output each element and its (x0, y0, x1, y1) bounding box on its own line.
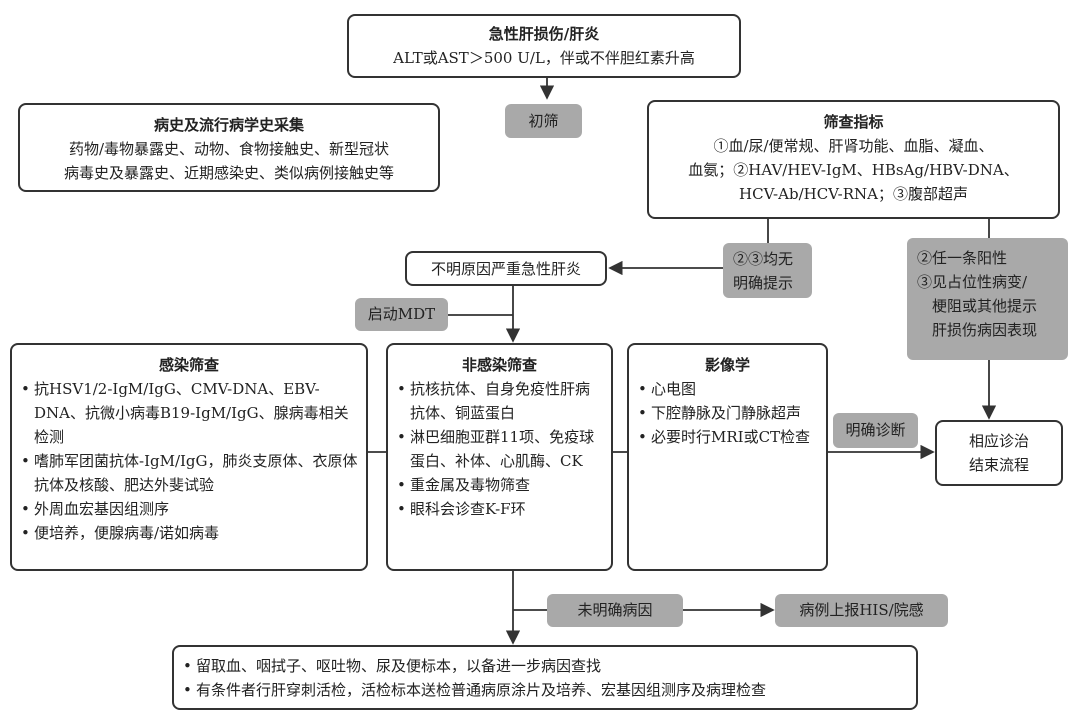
list-item: 有条件者行肝穿刺活检，活检标本送检普通病原涂片及培养、宏基因组测序及病理检查 (183, 678, 908, 702)
box-title: 病史及流行病学史采集 (153, 116, 304, 134)
box-title: 急性肝损伤/肝炎 (488, 25, 600, 43)
list-item: 抗核抗体、自身免疫性肝病抗体、铜蓝蛋白 (397, 377, 603, 425)
clear-diagnosis-label: 明确诊断 (833, 413, 918, 448)
box-title: 筛查指标 (823, 113, 884, 131)
box-title: 影像学 (704, 356, 750, 374)
start-mdt-label: 启动MDT (355, 298, 448, 331)
screening-indicators-box: 筛查指标 ①血/尿/便常规、肝肾功能、血脂、凝血、 血氨；②HAV/HEV-Ig… (647, 100, 1060, 219)
list-item: 淋巴细胞亚群11项、免疫球蛋白、补体、心肌酶、CK (397, 425, 603, 473)
box-text: ①血/尿/便常规、肝肾功能、血脂、凝血、 (713, 137, 994, 155)
box-text: 结束流程 (968, 456, 1029, 474)
list-item: 心电图 (638, 377, 818, 401)
list-item: 外周血宏基因组测序 (21, 497, 358, 521)
box-text: 病毒史及暴露史、近期感染史、类似病例接触史等 (63, 164, 394, 182)
list-item: 重金属及毒物筛查 (397, 473, 603, 497)
report-case-label: 病例上报HIS/院感 (775, 594, 948, 627)
box-title: 感染筛查 (158, 356, 219, 374)
label-line: ②任一条阳性 (917, 249, 1008, 267)
label-line: 明确提示 (733, 274, 794, 292)
label-line: ②③均无 (733, 250, 794, 268)
noninfection-screening-box: 非感染筛查 抗核抗体、自身免疫性肝病抗体、铜蓝蛋白淋巴细胞亚群11项、免疫球蛋白… (386, 343, 613, 571)
list-item: 眼科会诊查K-F环 (397, 497, 603, 521)
box-text: 血氨；②HAV/HEV-IgM、HBsAg/HBV-DNA、 (688, 161, 1019, 179)
treatment-end-box: 相应诊治 结束流程 (935, 420, 1063, 486)
box-text: HCV-Ab/HCV-RNA；③腹部超声 (739, 185, 968, 203)
box-text: ALT或AST＞500 U/L，伴或不伴胆红素升高 (393, 49, 695, 67)
no-clear-hint-label: ②③均无 明确提示 (723, 243, 812, 298)
label-line: 肝损伤病因表现 (932, 321, 1038, 339)
unclear-cause-label: 未明确病因 (547, 594, 683, 627)
list-item: 下腔静脉及门静脉超声 (638, 401, 818, 425)
label-line: 梗阻或其他提示 (932, 297, 1038, 315)
box-title: 非感染筛查 (461, 356, 537, 374)
acute-liver-injury-box: 急性肝损伤/肝炎 ALT或AST＞500 U/L，伴或不伴胆红素升高 (347, 14, 741, 78)
unknown-severe-hepatitis-box: 不明原因严重急性肝炎 (405, 251, 607, 286)
box-text: 相应诊治 (968, 432, 1029, 450)
list-item: 便培养，便腺病毒/诺如病毒 (21, 521, 358, 545)
specimen-collection-box: 留取血、咽拭子、呕吐物、尿及便标本，以备进一步病因查找有条件者行肝穿刺活检，活检… (172, 645, 918, 710)
label-line: ③见占位性病变/ (917, 273, 1028, 291)
list-item: 留取血、咽拭子、呕吐物、尿及便标本，以备进一步病因查找 (183, 654, 908, 678)
history-box: 病史及流行病学史采集 药物/毒物暴露史、动物、食物接触史、新型冠状 病毒史及暴露… (18, 103, 440, 192)
list-item: 嗜肺军团菌抗体-IgM/IgG，肺炎支原体、衣原体抗体及核酸、肥达外斐试验 (21, 449, 358, 497)
list-item: 必要时行MRI或CT检查 (638, 425, 818, 449)
infection-screening-box: 感染筛查 抗HSV1/2-IgM/IgG、CMV-DNA、EBV-DNA、抗微小… (10, 343, 368, 571)
initial-screen-label: 初筛 (505, 104, 582, 138)
positive-result-label: ②任一条阳性 ③见占位性病变/ 梗阻或其他提示 肝损伤病因表现 (907, 238, 1068, 360)
list-item: 抗HSV1/2-IgM/IgG、CMV-DNA、EBV-DNA、抗微小病毒B19… (21, 377, 358, 449)
imaging-box: 影像学 心电图下腔静脉及门静脉超声必要时行MRI或CT检查 (627, 343, 828, 571)
box-text: 药物/毒物暴露史、动物、食物接触史、新型冠状 (68, 140, 390, 158)
